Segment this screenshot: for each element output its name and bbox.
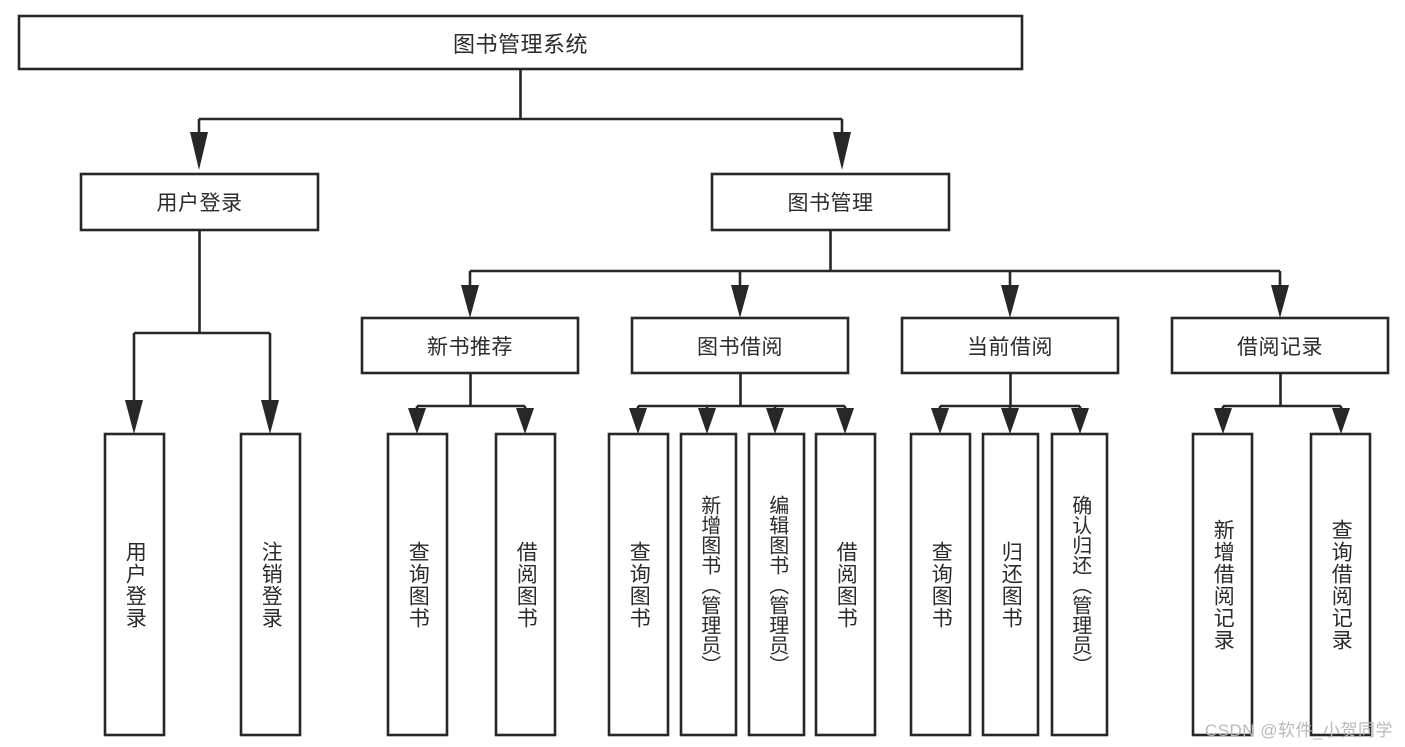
node-box-book-borrow[interactable]	[630, 316, 850, 375]
arrow-head-leaf-return-book	[1001, 408, 1019, 434]
arrow-head-leaf-query-book-1	[408, 408, 426, 434]
node-box-user-login[interactable]	[79, 172, 320, 232]
node-box-leaf-query-book-2[interactable]	[607, 432, 670, 737]
arrow-head-leaf-user-login	[125, 400, 143, 434]
arrow-head-leaf-add-record	[1214, 408, 1232, 434]
arrow-head-leaf-add-book	[698, 408, 716, 434]
node-box-leaf-borrow-book-2[interactable]	[814, 432, 877, 737]
node-box-leaf-query-book-1[interactable]	[386, 432, 449, 737]
node-box-borrow-record[interactable]	[1170, 316, 1390, 375]
node-box-leaf-user-logout[interactable]	[239, 432, 302, 737]
watermark-text: CSDN @软件_小贺同学	[1204, 721, 1393, 740]
node-box-root[interactable]	[17, 14, 1024, 71]
node-box-leaf-confirm-return[interactable]	[1050, 432, 1109, 737]
arrow-head-user-login	[190, 132, 208, 170]
node-box-leaf-add-book[interactable]	[679, 432, 738, 737]
arrow-head-leaf-confirm-return	[1071, 408, 1089, 434]
arrow-head-leaf-query-book-2	[629, 408, 647, 434]
node-box-leaf-user-login[interactable]	[103, 432, 166, 737]
arrow-head-leaf-edit-book	[766, 408, 784, 434]
node-box-leaf-return-book[interactable]	[981, 432, 1040, 737]
node-box-new-book-rec[interactable]	[360, 316, 580, 375]
node-box-leaf-edit-book[interactable]	[747, 432, 806, 737]
arrow-head-leaf-query-book-3	[931, 408, 949, 434]
node-box-leaf-query-record[interactable]	[1309, 432, 1372, 737]
arrow-head-leaf-borrow-book-2	[836, 408, 854, 434]
arrow-head-new-book-rec	[461, 285, 479, 318]
node-box-current-borrow[interactable]	[900, 316, 1120, 375]
node-box-leaf-query-book-3[interactable]	[909, 432, 972, 737]
node-box-leaf-add-record[interactable]	[1191, 432, 1254, 737]
node-box-book-manage[interactable]	[710, 172, 951, 232]
arrow-head-leaf-user-logout	[261, 400, 279, 434]
arrow-head-borrow-record	[1271, 285, 1289, 318]
node-box-leaf-borrow-book-1[interactable]	[494, 432, 557, 737]
arrow-head-book-borrow	[731, 285, 749, 318]
arrow-head-book-manage	[833, 132, 851, 170]
arrow-head-leaf-borrow-book-1	[516, 408, 534, 434]
arrow-head-leaf-query-record	[1332, 408, 1350, 434]
arrow-head-current-borrow	[1001, 285, 1019, 318]
